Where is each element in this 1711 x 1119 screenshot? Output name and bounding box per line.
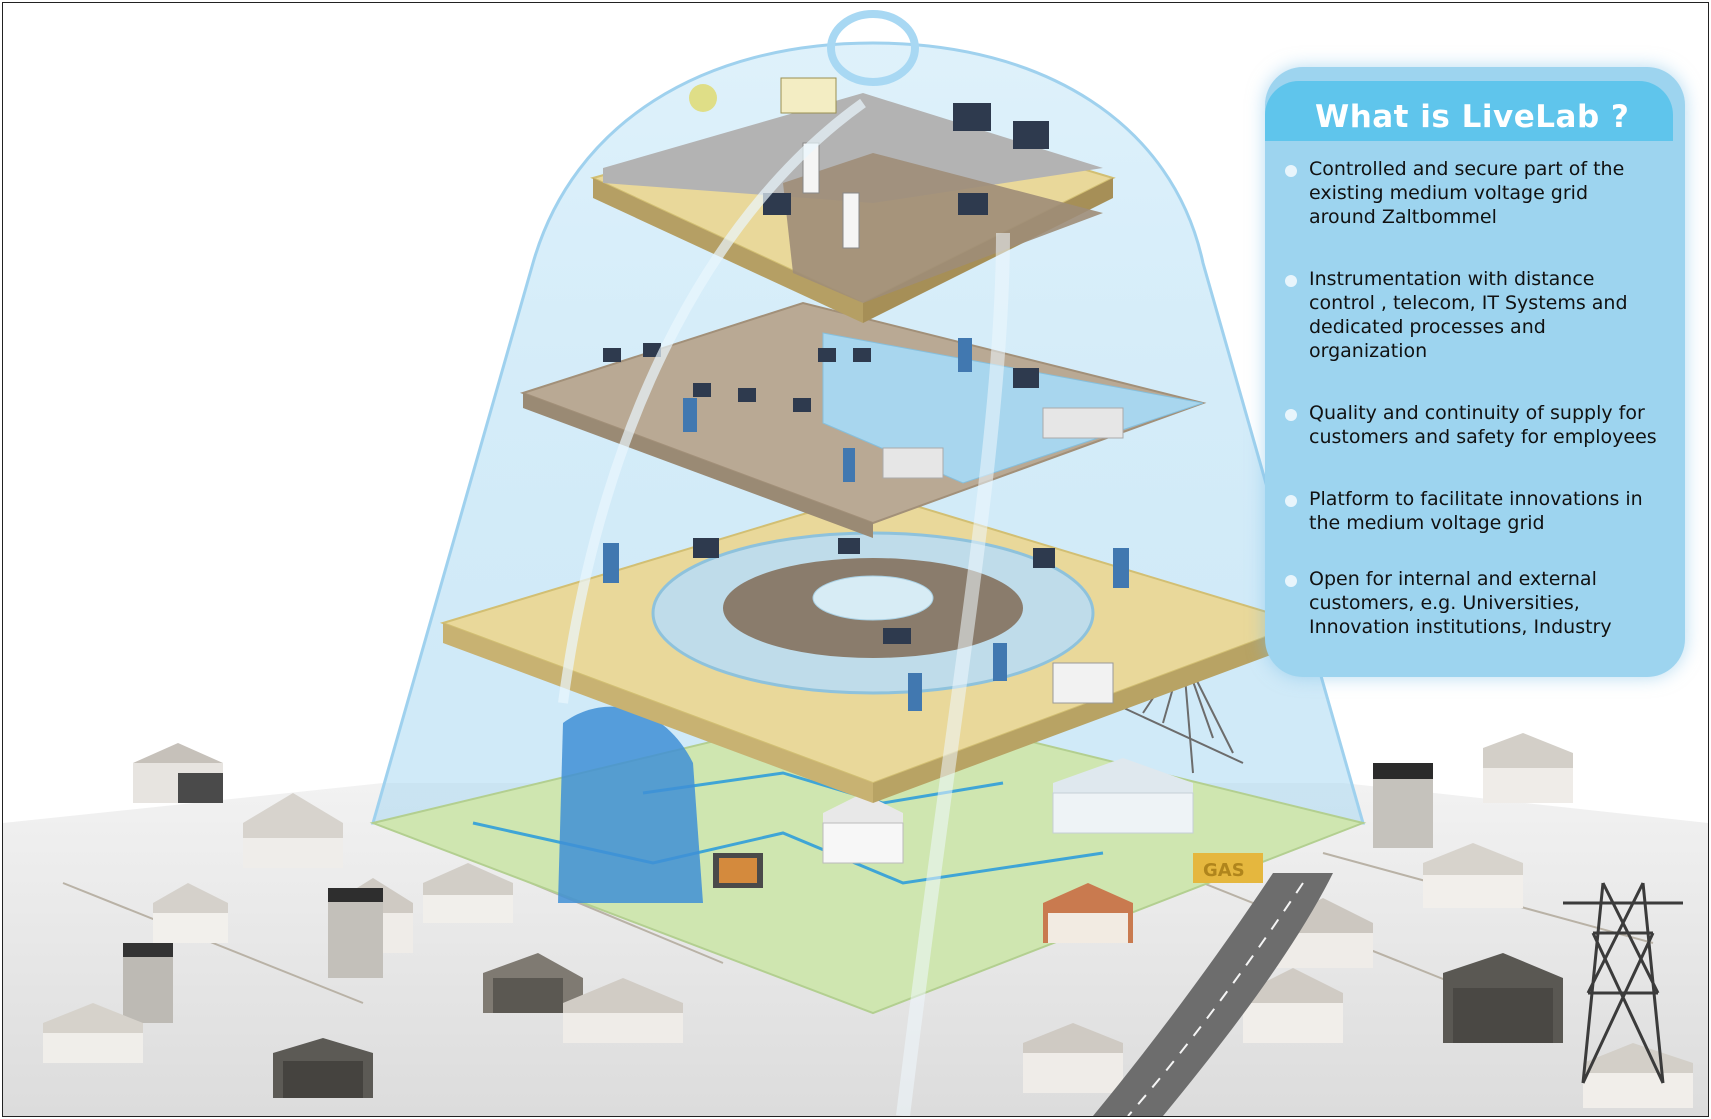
bullet-text: Open for internal and external customers… (1309, 568, 1612, 638)
livelab-illustration: GAS (3, 10, 1708, 1116)
operations-floor (519, 301, 1207, 538)
bullet-dot-icon (1285, 165, 1297, 177)
bullet-text: Instrumentation with distance control , … (1309, 268, 1628, 362)
bullet-dot-icon (1285, 275, 1297, 287)
road (1093, 873, 1333, 1116)
power-pylon (1563, 882, 1683, 1084)
info-panel-title-bar: What is LiveLab ? (1265, 81, 1673, 141)
gas-sign: GAS (1203, 860, 1245, 881)
bullet-dot-icon (1285, 575, 1297, 587)
bullet-text: Controlled and secure part of the existi… (1309, 158, 1625, 228)
bullet-dot-icon (1285, 495, 1297, 507)
bullet-text: Platform to facilitate innovations in th… (1309, 488, 1643, 534)
info-panel-title: What is LiveLab ? (1315, 99, 1630, 135)
houses-right (1023, 733, 1693, 1108)
houses-left (43, 743, 683, 1098)
bullet-text: Quality and continuity of supply for cus… (1309, 402, 1657, 448)
ground-floor-grid: GAS (369, 701, 1367, 1015)
laboratory-floor (590, 77, 1116, 323)
archway (558, 706, 703, 903)
dome-top-ring (827, 10, 919, 86)
info-panel: What is LiveLab ? Controlled and secure … (1265, 67, 1685, 677)
control-room-floor (439, 491, 1307, 803)
bullet-dot-icon (1285, 409, 1297, 421)
